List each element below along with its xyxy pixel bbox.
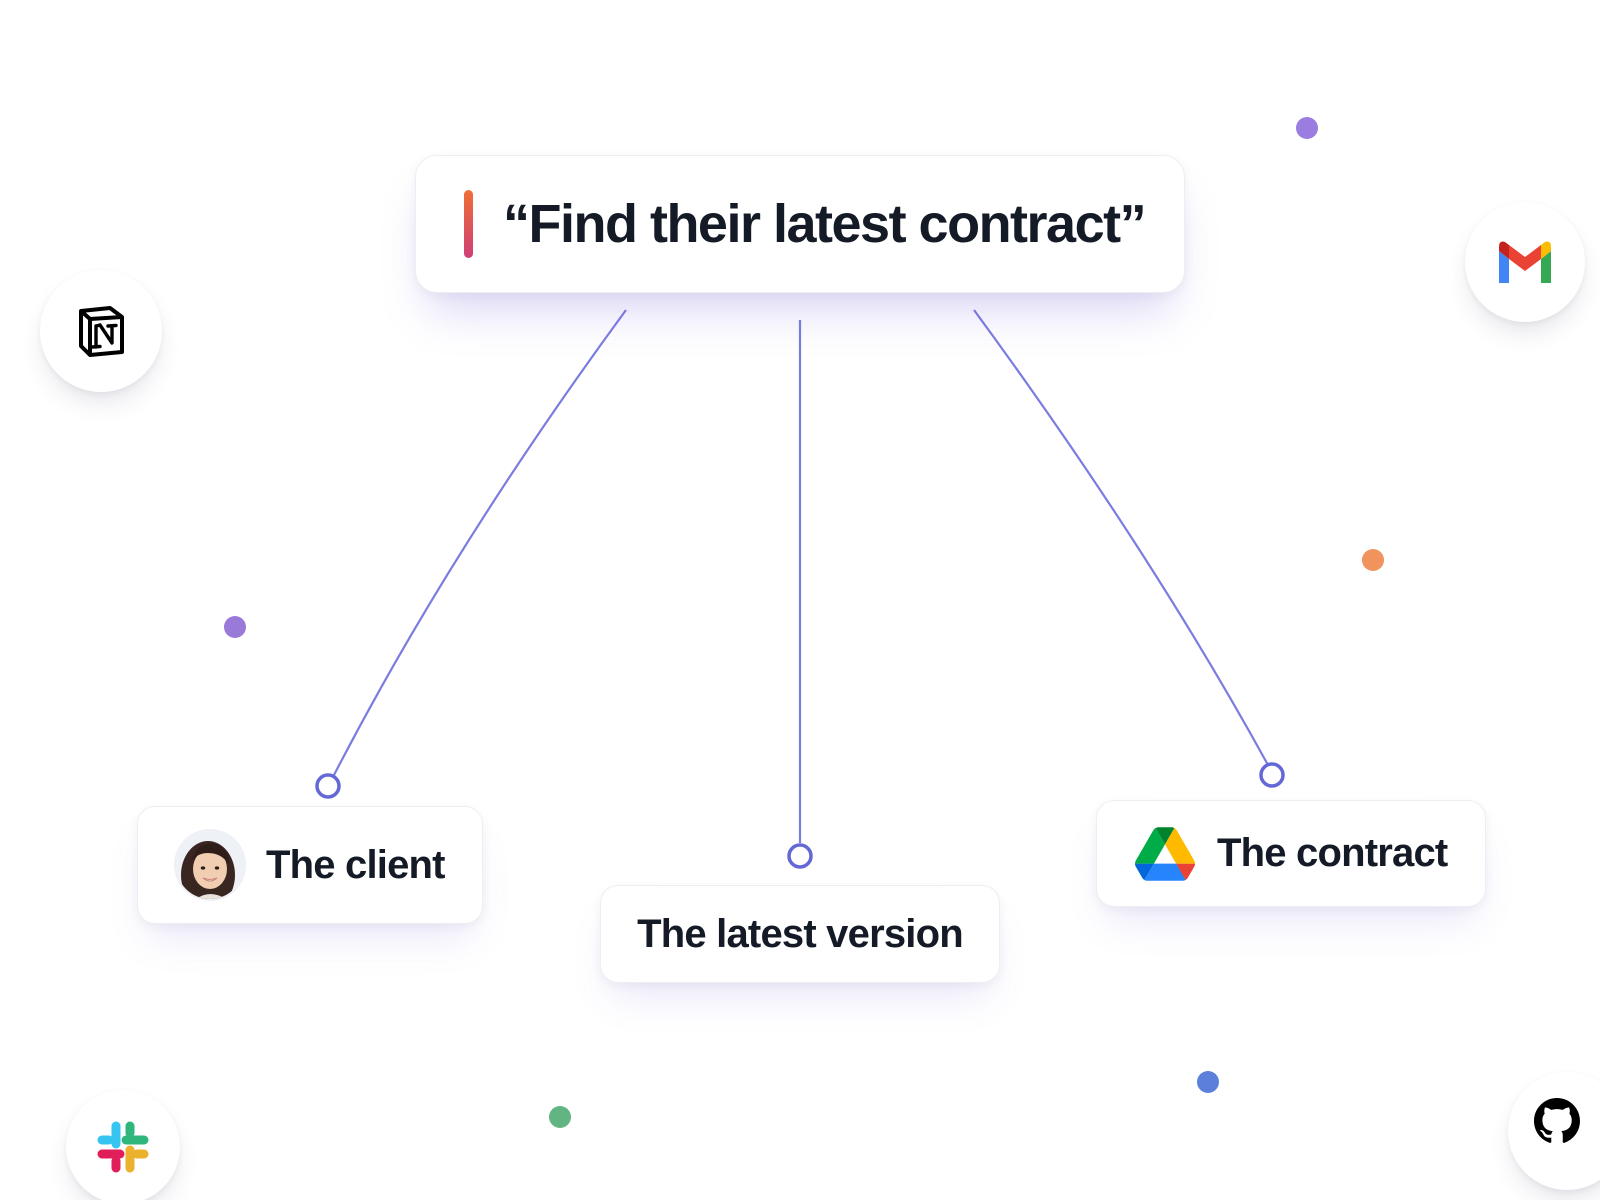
connector-endpoint-client <box>315 773 341 799</box>
node-contract: The contract <box>1096 800 1486 907</box>
text-cursor <box>464 190 473 258</box>
connector-endpoint-contract <box>1259 762 1285 788</box>
gmail-app-bubble <box>1465 202 1585 322</box>
notion-icon <box>79 306 124 357</box>
node-client: The client <box>137 806 483 924</box>
node-label: The client <box>266 842 446 887</box>
node-latest-version: The latest version <box>600 885 1000 983</box>
github-app-bubble <box>1508 1072 1600 1190</box>
decorative-dot <box>224 616 246 638</box>
decorative-dot <box>1197 1071 1219 1093</box>
notion-app-bubble <box>40 270 162 392</box>
google-drive-icon <box>1135 826 1195 881</box>
query-text: “Find their latest contract” <box>503 194 1147 254</box>
connector-endpoint-version <box>787 843 813 869</box>
avatar <box>176 831 244 899</box>
github-icon <box>1534 1098 1580 1143</box>
decorative-dot <box>1296 117 1318 139</box>
decorative-dot <box>1362 549 1384 571</box>
slack-app-bubble <box>66 1090 180 1200</box>
query-card: “Find their latest contract” <box>415 155 1185 293</box>
gmail-icon <box>1499 241 1551 283</box>
slack-icon <box>97 1121 149 1173</box>
connector-to-contract <box>973 309 1269 766</box>
connector-to-client <box>333 309 627 776</box>
decorative-dot <box>549 1106 571 1128</box>
node-label: The latest version <box>637 911 964 956</box>
node-label: The contract <box>1217 831 1448 875</box>
